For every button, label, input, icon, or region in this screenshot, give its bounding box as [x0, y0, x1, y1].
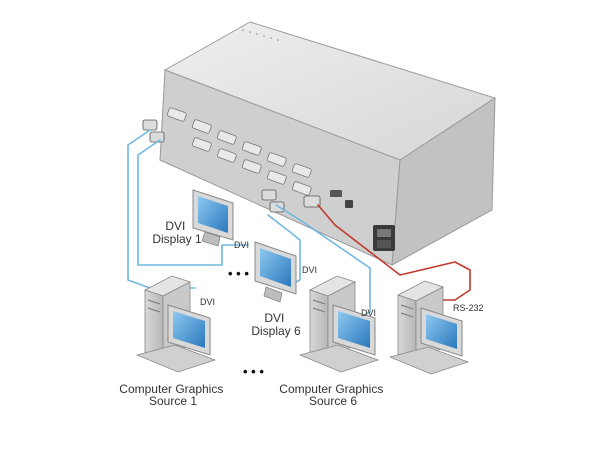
rs232-cable-label: RS-232 — [453, 303, 484, 313]
computer-tower-icon — [308, 275, 376, 359]
rs232-port-icon — [330, 190, 342, 197]
ellipsis-sources: • • • — [243, 364, 264, 379]
keyboard-icon — [298, 344, 380, 373]
keyboard-icon — [388, 346, 470, 375]
source-6-label: Computer Graphics Source 6 — [279, 382, 386, 408]
dvi-cable-display1 — [137, 139, 249, 266]
dvi-connector-icon — [142, 119, 321, 213]
computer-tower-icon — [143, 275, 211, 359]
dvi-cable-label-display6: DVI — [302, 265, 317, 275]
computer-tower-icon — [396, 280, 463, 361]
dvi-cable-display6 — [267, 214, 301, 284]
dvi-cable-label-display1: DVI — [234, 240, 249, 250]
rs232-cable — [317, 204, 471, 301]
dvi-cable-source6 — [275, 204, 371, 317]
dvi-cable-label-source1: DVI — [200, 297, 215, 307]
power-socket-icon — [373, 225, 395, 251]
ellipsis-displays: • • • — [228, 266, 249, 281]
source-1-label: Computer Graphics Source 1 — [119, 382, 226, 408]
dvi-monitor-icon — [192, 189, 234, 247]
keyboard-icon — [135, 344, 217, 373]
dvi-monitor-icon — [254, 241, 297, 303]
display-1-label: DVI Display 1 — [152, 219, 202, 246]
display-6-label: DVI Display 6 — [251, 311, 301, 338]
dvi-cable-label-source6: DVI — [361, 308, 376, 318]
matrix-switcher-icon — [159, 21, 497, 266]
